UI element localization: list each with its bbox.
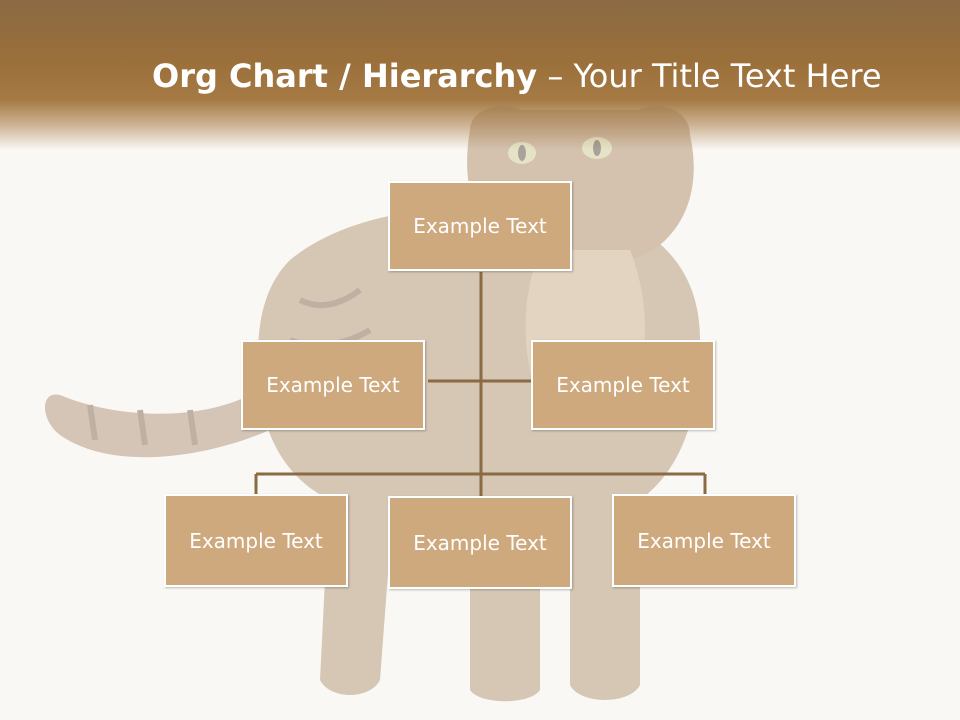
- org-node-child-right[interactable]: Example Text: [612, 494, 796, 587]
- org-node-child-center[interactable]: Example Text: [388, 496, 572, 589]
- title-rest: Your Title Text Here: [573, 57, 882, 95]
- org-node-assistant-left[interactable]: Example Text: [241, 340, 425, 430]
- slide-title: Org Chart / Hierarchy – Your Title Text …: [152, 52, 882, 100]
- org-node-child-left[interactable]: Example Text: [164, 494, 348, 587]
- title-bold: Org Chart / Hierarchy: [152, 57, 538, 95]
- org-node-label: Example Text: [556, 373, 690, 397]
- org-node-label: Example Text: [413, 214, 547, 238]
- title-banner: [0, 0, 960, 150]
- title-separator: –: [537, 57, 574, 95]
- org-node-label: Example Text: [413, 530, 547, 555]
- org-node-root[interactable]: Example Text: [388, 181, 572, 271]
- org-node-label: Example Text: [637, 528, 771, 553]
- org-node-label: Example Text: [189, 528, 323, 553]
- org-node-label: Example Text: [266, 373, 400, 397]
- org-node-assistant-right[interactable]: Example Text: [531, 340, 715, 430]
